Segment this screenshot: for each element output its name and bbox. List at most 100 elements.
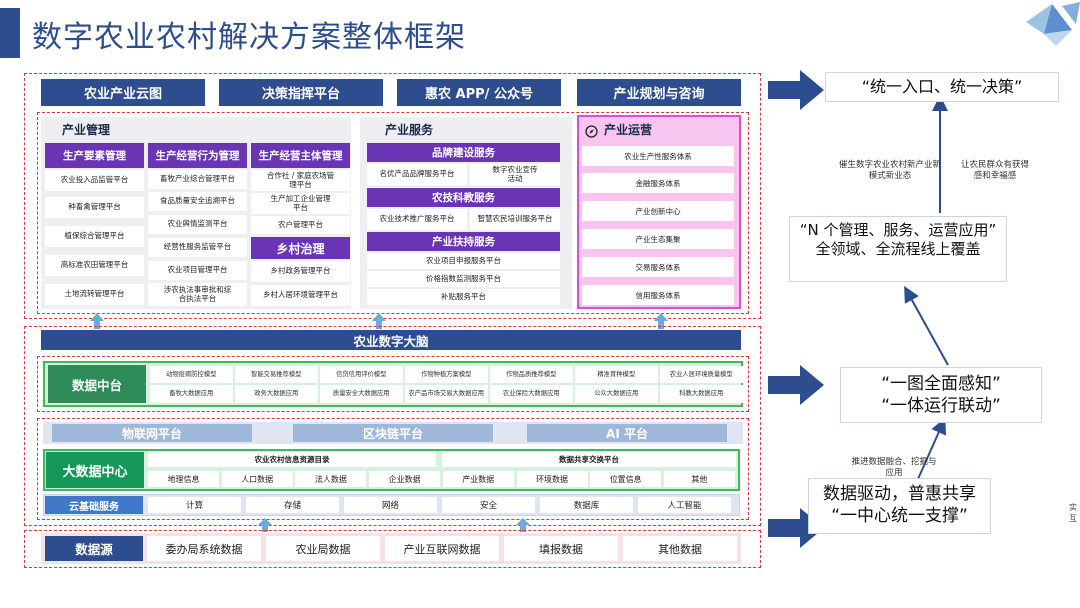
right-arrow-icon <box>768 70 824 110</box>
data-type-cell: 人口数据 <box>221 471 293 487</box>
list-item: 农业项目管理平台 <box>148 261 247 280</box>
outcome-box-perception: “一图全面感知” “一体运行联动” <box>840 367 1042 423</box>
data-exchange-header: 数据共享交换平台 <box>442 452 736 467</box>
up-arrow-icon <box>516 518 530 534</box>
tech-education-header: 农技科教服务 <box>367 188 560 207</box>
cloud-service-cell: 人工智能 <box>638 497 731 513</box>
flow-connectors <box>904 95 949 480</box>
iot-platform: 物联网平台 <box>52 424 252 442</box>
list-item: 交易服务体系 <box>582 257 734 277</box>
model-cell: 动物疫病防控模型 <box>150 366 233 383</box>
list-item: 农业投入品监管平台 <box>45 170 144 191</box>
model-cell: 作物种植方案模型 <box>405 366 488 383</box>
model-cell: 作物品质推荐模型 <box>490 366 573 383</box>
list-item: 农业舆情监测平台 <box>148 215 247 234</box>
list-item: 乡村政务管理平台 <box>251 261 350 282</box>
rural-governance-header: 乡村治理 <box>251 237 350 259</box>
list-item: 补贴服务平台 <box>367 289 560 305</box>
application-cell: 农产品市场交易大数据应用 <box>405 385 488 403</box>
list-item: 农业生产性服务体系 <box>582 146 734 166</box>
application-cell: 政务大数据应用 <box>235 385 318 403</box>
list-item: 金融服务体系 <box>582 173 734 193</box>
list-item: 信用服务体系 <box>582 285 734 305</box>
up-arrow-icon <box>654 313 668 329</box>
industry-management-title: 产业管理 <box>62 123 111 137</box>
list-item: 产业生态集聚 <box>582 229 734 249</box>
data-type-cell: 企业数据 <box>369 471 441 487</box>
data-source-cell: 委办局系统数据 <box>147 536 261 561</box>
note-farmer-benefit: 让农民群众有获得感和幸福感 <box>960 160 1029 182</box>
outcome-data-driven-line1: 数据驱动，普惠共享 <box>823 484 976 504</box>
outcome-perception-line1: “一图全面感知” <box>881 374 1001 394</box>
list-item: 产业创新中心 <box>582 201 734 221</box>
digital-brain-frame <box>24 326 761 526</box>
data-middle-label: 数据中台 <box>48 365 146 403</box>
cropped-edge-text: 实互 <box>1069 503 1077 524</box>
nav-button-command-platform[interactable]: 决策指挥平台 <box>219 79 383 106</box>
digital-brain-bar: 农业数字大脑 <box>41 330 741 350</box>
list-item: 数字农业宣传活动 <box>470 164 560 185</box>
application-cell: 公众大数据应用 <box>575 385 658 403</box>
cloud-service-cell: 安全 <box>442 497 535 513</box>
outcome-data-driven-line2: “一中心统一支撑” <box>831 506 968 527</box>
apps-frame <box>37 112 749 314</box>
title-accent-bar <box>0 8 20 58</box>
page-title: 数字农业农村解决方案整体框架 <box>32 20 466 55</box>
list-item: 合作社 / 家庭农场管理平台 <box>251 170 350 191</box>
application-layer-frame <box>24 73 761 319</box>
up-arrow-icon <box>258 518 272 534</box>
list-item: 农业项目申报服务平台 <box>367 253 560 269</box>
industry-operation-title: 产业运营 <box>604 123 653 137</box>
support-service-header: 产业扶持服务 <box>367 232 560 251</box>
list-item: 植保综合管理平台 <box>45 226 144 247</box>
outcome-box-data-driven: 数据驱动，普惠共享 “一中心统一支撑” <box>808 478 991 534</box>
cloud-label: 云基础服务 <box>45 496 143 514</box>
model-cell: 信贷信用评价模型 <box>320 366 403 383</box>
data-type-cell: 地理信息 <box>148 471 219 487</box>
model-cell: 智能交易推荐模型 <box>235 366 318 383</box>
compass-icon <box>585 123 598 138</box>
model-cell: 农业人居环境质量模型 <box>660 366 743 383</box>
list-item: 畜牧产业综合管理平台 <box>148 170 247 189</box>
list-item: 种畜禽管理平台 <box>45 197 144 218</box>
nav-button-industry-cloud[interactable]: 农业产业云图 <box>41 79 205 106</box>
data-center-frame <box>37 356 749 412</box>
note-new-industry: 催生数字农业农村新产业新模式新业态 <box>839 160 942 182</box>
application-cell: 质量安全大数据应用 <box>320 385 403 403</box>
data-source-cell: 填报数据 <box>504 536 618 561</box>
outcome-n-apps-line1: “N 个管理、服务、运营应用” <box>799 221 997 239</box>
data-type-cell: 位置信息 <box>590 471 662 487</box>
data-source-cell: 产业互联网数据 <box>385 536 499 561</box>
data-type-cell: 环境数据 <box>516 471 588 487</box>
cloud-service-cell: 计算 <box>148 497 241 513</box>
list-item: 涉农执法事审批和综合执法平台 <box>148 283 247 306</box>
model-cell: 精准育种模型 <box>575 366 658 383</box>
outcome-perception-line2: “一体运行联动” <box>881 396 1001 417</box>
brand-service-header: 品牌建设服务 <box>367 143 560 162</box>
application-cell: 科教大数据应用 <box>660 385 743 403</box>
application-cell: 农业保险大数据应用 <box>490 385 573 403</box>
list-item: 高标准农田管理平台 <box>45 255 144 276</box>
right-arrow-icon <box>768 365 824 405</box>
nav-button-planning[interactable]: 产业规划与咨询 <box>577 79 741 106</box>
industry-service-title: 产业服务 <box>385 123 434 137</box>
platform-frame <box>37 418 749 520</box>
list-item: 名优产品品牌服务平台 <box>367 164 467 185</box>
cloud-service-cell: 存储 <box>246 497 339 513</box>
factor-management-header: 生产要素管理 <box>45 143 144 168</box>
entity-management-header: 生产经营主体管理 <box>251 143 350 168</box>
nav-button-app[interactable]: 惠农 APP/ 公众号 <box>397 79 561 106</box>
data-source-cell: 其他数据 <box>623 536 737 561</box>
list-item: 经营性服务监管平台 <box>148 238 247 257</box>
up-arrow-icon <box>372 313 386 329</box>
cloud-service-cell: 网络 <box>344 497 437 513</box>
ai-platform: AI 平台 <box>527 424 727 442</box>
outcome-box-unified-entry: “统一入口、统一决策” <box>825 72 1059 102</box>
blockchain-platform: 区块链平台 <box>293 424 493 442</box>
logo-icon <box>1022 0 1080 50</box>
list-item: 智慧农民培训服务平台 <box>470 209 560 230</box>
application-cell: 畜牧大数据应用 <box>150 385 233 403</box>
cloud-service-cell: 数据库 <box>540 497 633 513</box>
list-item: 农业技术推广服务平台 <box>367 209 467 230</box>
list-item: 乡村人居环境管理平台 <box>251 285 350 306</box>
